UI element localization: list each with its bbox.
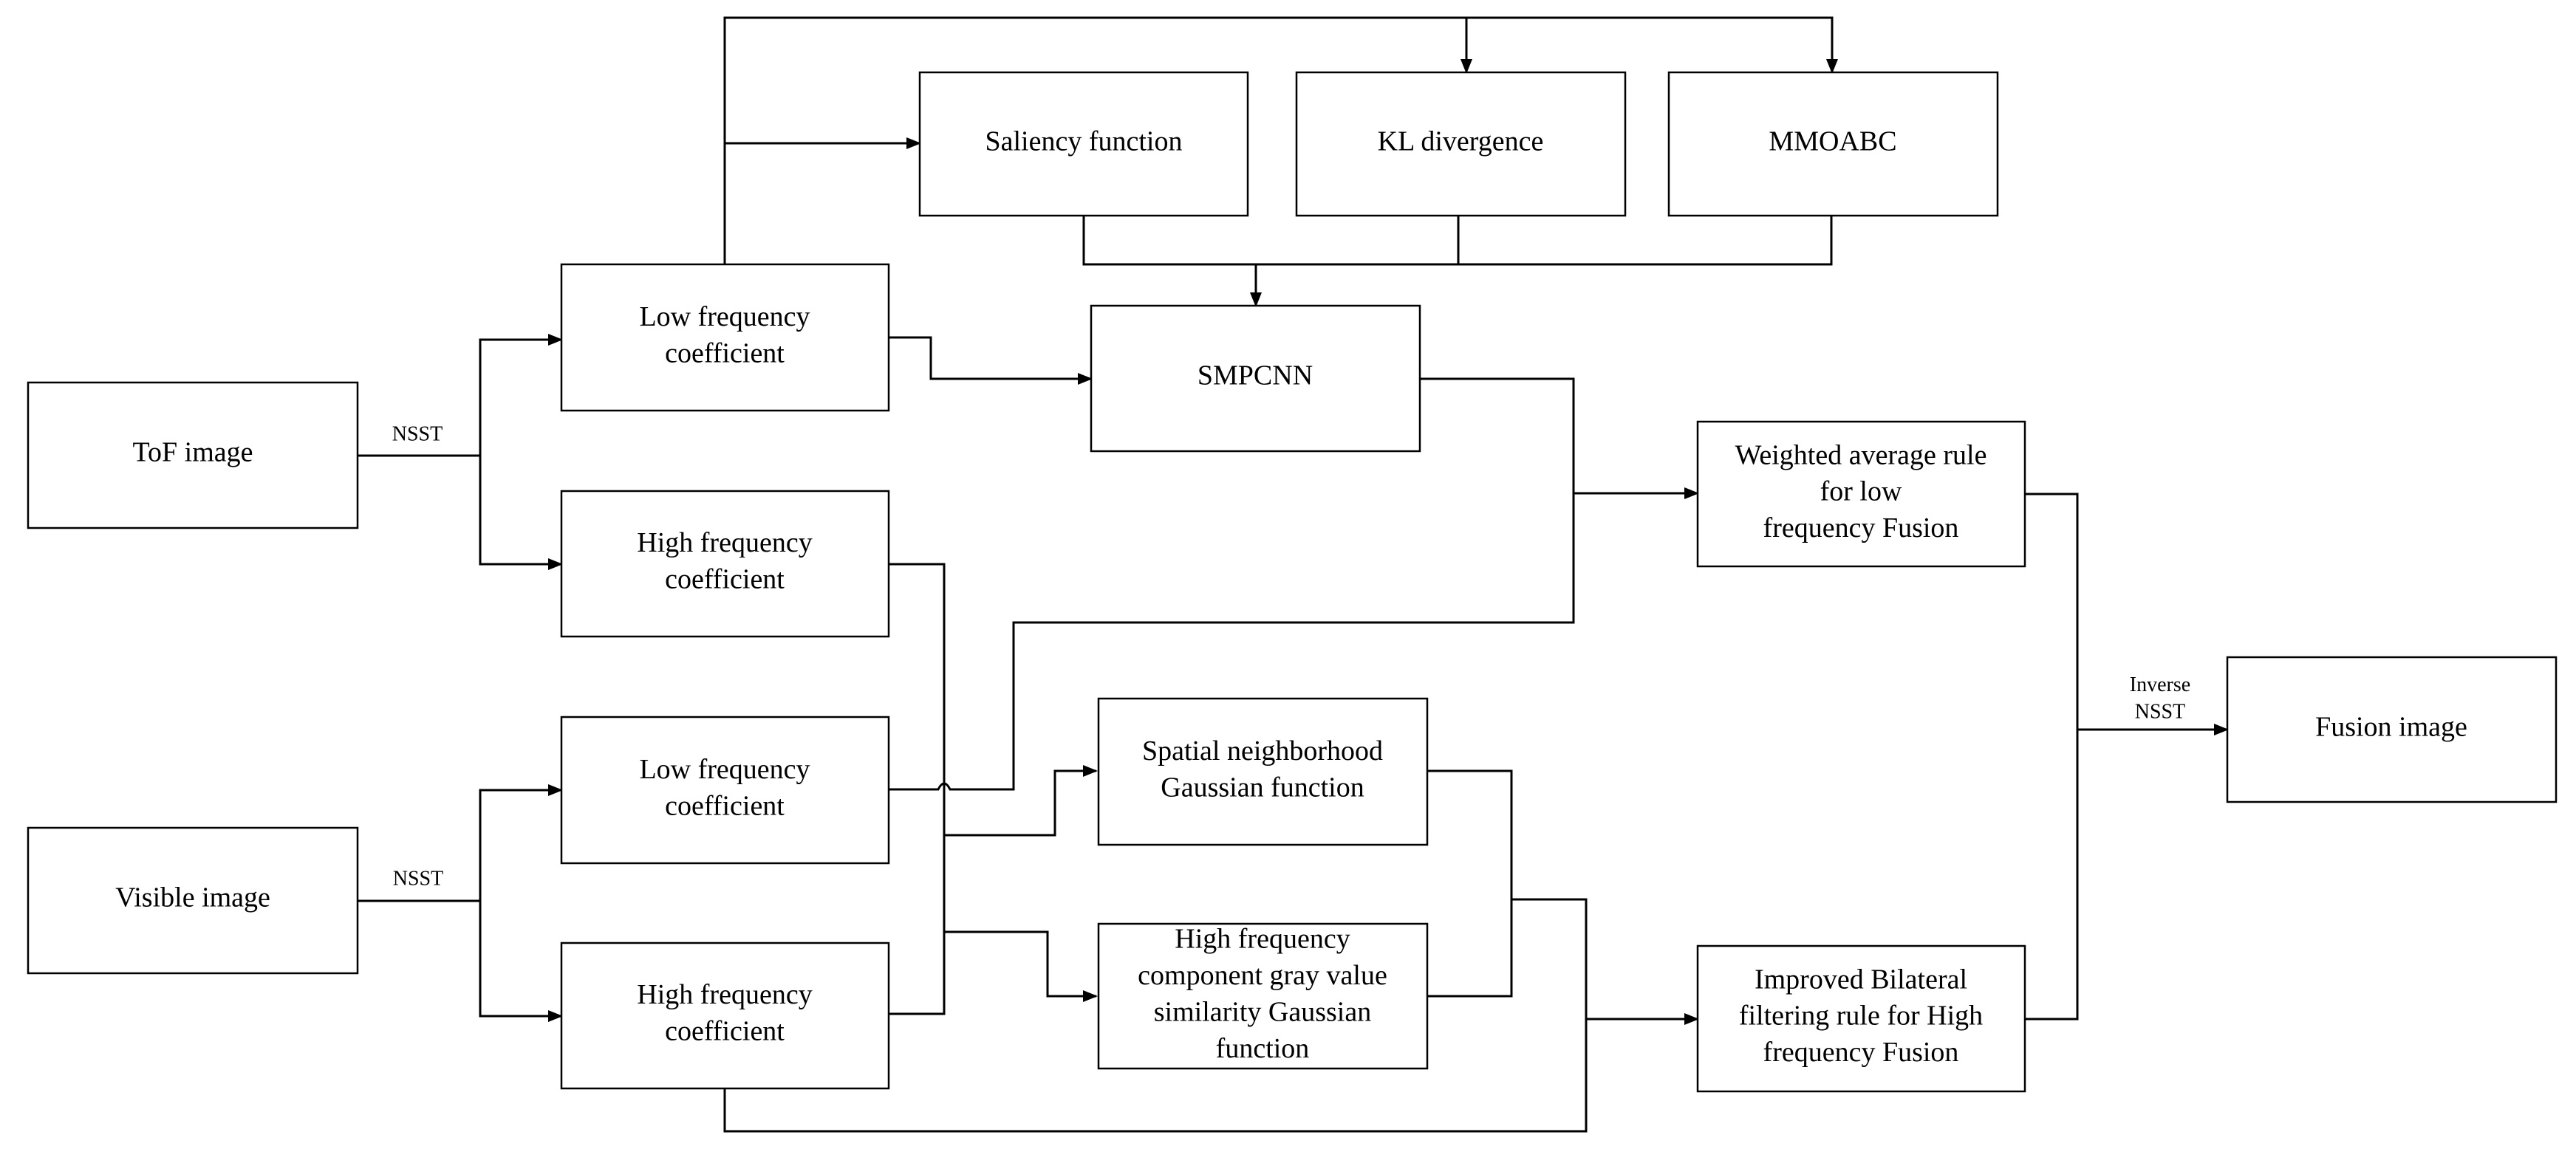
text-line: function xyxy=(1216,1033,1310,1064)
node-low-freq-1 xyxy=(560,263,890,412)
label-kl-divergence: KL divergence xyxy=(1378,126,1544,157)
edge-low1-to-saliency xyxy=(723,137,921,264)
edge-low1-to-smpcnn xyxy=(889,336,1093,385)
node-gray-similarity xyxy=(1097,922,1429,1070)
node-weighted-average xyxy=(1696,420,2026,568)
label-visible-image: Visible image xyxy=(115,882,270,913)
text-line: ToF image xyxy=(132,437,253,468)
edge-tof-to-high1 xyxy=(479,456,563,570)
text-line: Improved Bilateral xyxy=(1755,964,1967,995)
node-saliency-function xyxy=(918,71,1249,217)
label-weighted-average: Weighted average rule for low frequency Fu… xyxy=(1735,439,1987,543)
label-bilateral-filter: Improved Bilateral filtering rule for Hig… xyxy=(1739,964,1983,1068)
label-low-freq-1: Low frequency coefficient xyxy=(639,301,810,368)
text-line: NSST xyxy=(2135,701,2185,724)
text-line: coefficient xyxy=(665,337,785,368)
edge-bus-to-spatial xyxy=(944,765,1098,837)
text-line: KL divergence xyxy=(1378,126,1544,157)
label-nsst-top: NSST xyxy=(392,422,443,445)
text-line: High frequency xyxy=(637,527,812,558)
label-nsst-bottom: NSST xyxy=(393,867,443,890)
node-kl-divergence xyxy=(1295,71,1627,217)
text-line: Saliency function xyxy=(985,126,1183,157)
label-low-freq-2: Low frequency coefficient xyxy=(639,754,810,821)
text-line: coefficient xyxy=(665,790,785,821)
node-bilateral-filter xyxy=(1696,944,2026,1093)
label-gray-similarity: High frequency component gray value simila… xyxy=(1138,924,1387,1064)
text-line: Inverse xyxy=(2130,673,2190,696)
edge-bus-to-graysim xyxy=(944,930,1098,1002)
text-line: frequency Fusion xyxy=(1763,512,1959,543)
text-line: High frequency xyxy=(1175,924,1350,955)
text-line: Visible image xyxy=(115,882,270,913)
label-tof-image: ToF image xyxy=(132,437,253,468)
label-smpcnn: SMPCNN xyxy=(1198,360,1313,391)
label-high-freq-2: High frequency coefficient xyxy=(637,979,812,1046)
node-labels: ToF image Visible image Low frequency coe… xyxy=(115,126,2467,1068)
text-line: MMOABC xyxy=(1769,126,1896,157)
text-line: for low xyxy=(1820,476,1902,507)
node-high-freq-2 xyxy=(560,942,890,1090)
edge-merge-to-bilateral xyxy=(1511,898,1699,1025)
text-line: Weighted average rule xyxy=(1735,439,1987,470)
node-tof-image xyxy=(27,381,359,529)
text-line: filtering rule for High xyxy=(1739,1001,1983,1032)
text-line: NSST xyxy=(392,422,443,445)
text-line: Low frequency xyxy=(639,754,810,785)
label-mmoabc: MMOABC xyxy=(1769,126,1896,157)
edge-visible-to-low2 xyxy=(358,784,563,902)
node-spatial-gaussian xyxy=(1097,697,1429,846)
text-line: Fusion image xyxy=(2315,712,2467,743)
edge-high1-bus xyxy=(889,563,946,1015)
edge-low2-to-weighted xyxy=(889,493,1575,791)
edge-high2-loop xyxy=(723,1019,1588,1133)
text-line: Low frequency xyxy=(639,301,810,332)
label-high-freq-1: High frequency coefficient xyxy=(637,527,812,594)
text-line: similarity Gaussian xyxy=(1154,996,1371,1027)
node-mmoabc xyxy=(1667,71,1999,217)
text-line: Gaussian function xyxy=(1161,772,1364,803)
edge-spatial-merge xyxy=(1426,769,1513,998)
edge-visible-to-high2 xyxy=(479,901,563,1022)
text-line: component gray value xyxy=(1138,960,1387,991)
edge-smpcnn-to-weighted xyxy=(1420,377,1699,499)
text-line: SMPCNN xyxy=(1198,360,1313,391)
label-fusion-image: Fusion image xyxy=(2315,712,2467,743)
text-line: High frequency xyxy=(637,979,812,1010)
node-fusion-image xyxy=(2226,656,2558,803)
text-line: frequency Fusion xyxy=(1763,1037,1959,1068)
nodes xyxy=(27,71,2558,1093)
text-line: coefficient xyxy=(665,1015,785,1046)
edge-weighted-to-fusion xyxy=(2025,493,2079,1021)
text-line: coefficient xyxy=(665,563,785,594)
label-saliency-function: Saliency function xyxy=(985,126,1183,157)
text-line: Spatial neighborhood xyxy=(1142,735,1383,766)
node-low-freq-2 xyxy=(560,716,890,865)
node-high-freq-1 xyxy=(560,490,890,638)
node-visible-image xyxy=(27,826,359,975)
edges xyxy=(358,16,2229,1133)
edge-tof-to-low1 xyxy=(358,334,563,457)
edge-low1-topbus xyxy=(723,16,1838,264)
text-line: NSST xyxy=(393,867,443,890)
node-smpcnn xyxy=(1090,304,1421,453)
